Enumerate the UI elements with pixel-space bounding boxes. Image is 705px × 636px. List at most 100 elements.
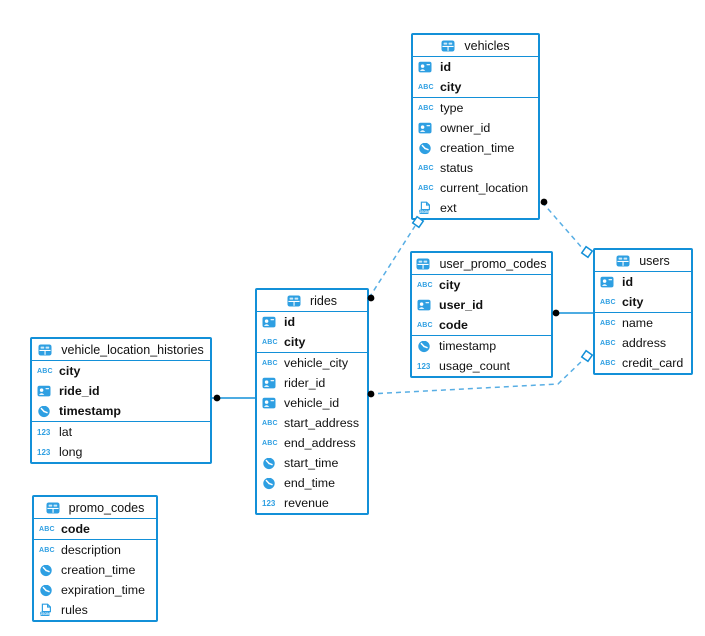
field-name: start_time — [284, 456, 339, 470]
table-header[interactable]: rides — [257, 290, 367, 312]
field-name: id — [622, 275, 634, 289]
text-icon: ABC — [600, 339, 616, 347]
field-name: status — [440, 161, 474, 175]
field-row: creation_time — [413, 138, 538, 158]
text-icon: ABC — [417, 321, 433, 329]
uuid-icon — [262, 315, 280, 329]
field-name: long — [59, 445, 83, 459]
text-icon: ABC — [418, 104, 434, 112]
table-icon — [416, 257, 434, 271]
field-row: ABC type — [413, 98, 538, 118]
uuid-icon — [417, 298, 435, 312]
uuid-icon — [262, 376, 280, 390]
field-name: rider_id — [284, 376, 326, 390]
text-icon: ABC — [417, 281, 433, 289]
field-row: rider_id — [257, 373, 367, 393]
field-row: 123 lat — [32, 422, 210, 442]
table-header[interactable]: user_promo_codes — [412, 253, 551, 275]
field-row: ABC end_address — [257, 433, 367, 453]
table-header[interactable]: users — [595, 250, 691, 272]
field-name: id — [440, 60, 452, 74]
table-header[interactable]: vehicles — [413, 35, 538, 57]
field-name: city — [622, 295, 644, 309]
field-name: usage_count — [439, 359, 510, 373]
json-icon: JSON — [418, 201, 436, 215]
field-name: end_time — [284, 476, 335, 490]
field-name: owner_id — [440, 121, 491, 135]
text-icon: ABC — [262, 419, 278, 427]
time-icon — [37, 404, 55, 418]
primary-key-row: id — [257, 312, 367, 332]
time-icon — [262, 476, 280, 490]
field-name: creation_time — [61, 563, 136, 577]
field-name: expiration_time — [61, 583, 146, 597]
uuid-icon — [262, 396, 280, 410]
primary-key-row: id — [595, 272, 691, 292]
table-icon — [287, 294, 305, 308]
field-name: type — [440, 101, 464, 115]
table-title: promo_codes — [68, 500, 145, 515]
field-name: timestamp — [59, 404, 121, 418]
table-title: vehicle_location_histories — [61, 342, 204, 357]
field-name: id — [284, 315, 296, 329]
field-row: ABC name — [595, 313, 691, 333]
field-name: rules — [61, 603, 88, 617]
uuid-icon — [418, 121, 436, 135]
field-row: owner_id — [413, 118, 538, 138]
text-icon: ABC — [262, 439, 278, 447]
primary-key-row: ride_id — [32, 381, 210, 401]
field-name: lat — [59, 425, 73, 439]
text-icon: ABC — [600, 319, 616, 327]
table-title: rides — [309, 293, 338, 308]
field-name: end_address — [284, 436, 356, 450]
time-icon — [418, 141, 436, 155]
table-header[interactable]: promo_codes — [34, 497, 156, 519]
text-icon: ABC — [39, 546, 55, 554]
table-icon — [616, 254, 634, 268]
primary-key-row: id — [413, 57, 538, 77]
field-name: ride_id — [59, 384, 100, 398]
field-name: revenue — [284, 496, 329, 510]
field-name: credit_card — [622, 356, 684, 370]
uuid-icon — [600, 275, 618, 289]
table-header[interactable]: vehicle_location_histories — [32, 339, 210, 361]
table-title: users — [639, 253, 670, 268]
table-icon — [46, 501, 64, 515]
table-title: vehicles — [464, 38, 510, 53]
field-name: creation_time — [440, 141, 515, 155]
number-icon: 123 — [417, 361, 431, 371]
field-name: current_location — [440, 181, 529, 195]
field-name: timestamp — [439, 339, 497, 353]
field-name: code — [61, 522, 90, 536]
field-name: vehicle_id — [284, 396, 340, 410]
field-name: city — [59, 364, 81, 378]
field-name: code — [439, 318, 468, 332]
field-name: name — [622, 316, 653, 330]
number-icon: 123 — [37, 427, 51, 437]
fields-section: timestamp 123 usage_count — [412, 335, 551, 376]
field-name: city — [284, 335, 306, 349]
svg-text:JSON: JSON — [419, 210, 429, 214]
